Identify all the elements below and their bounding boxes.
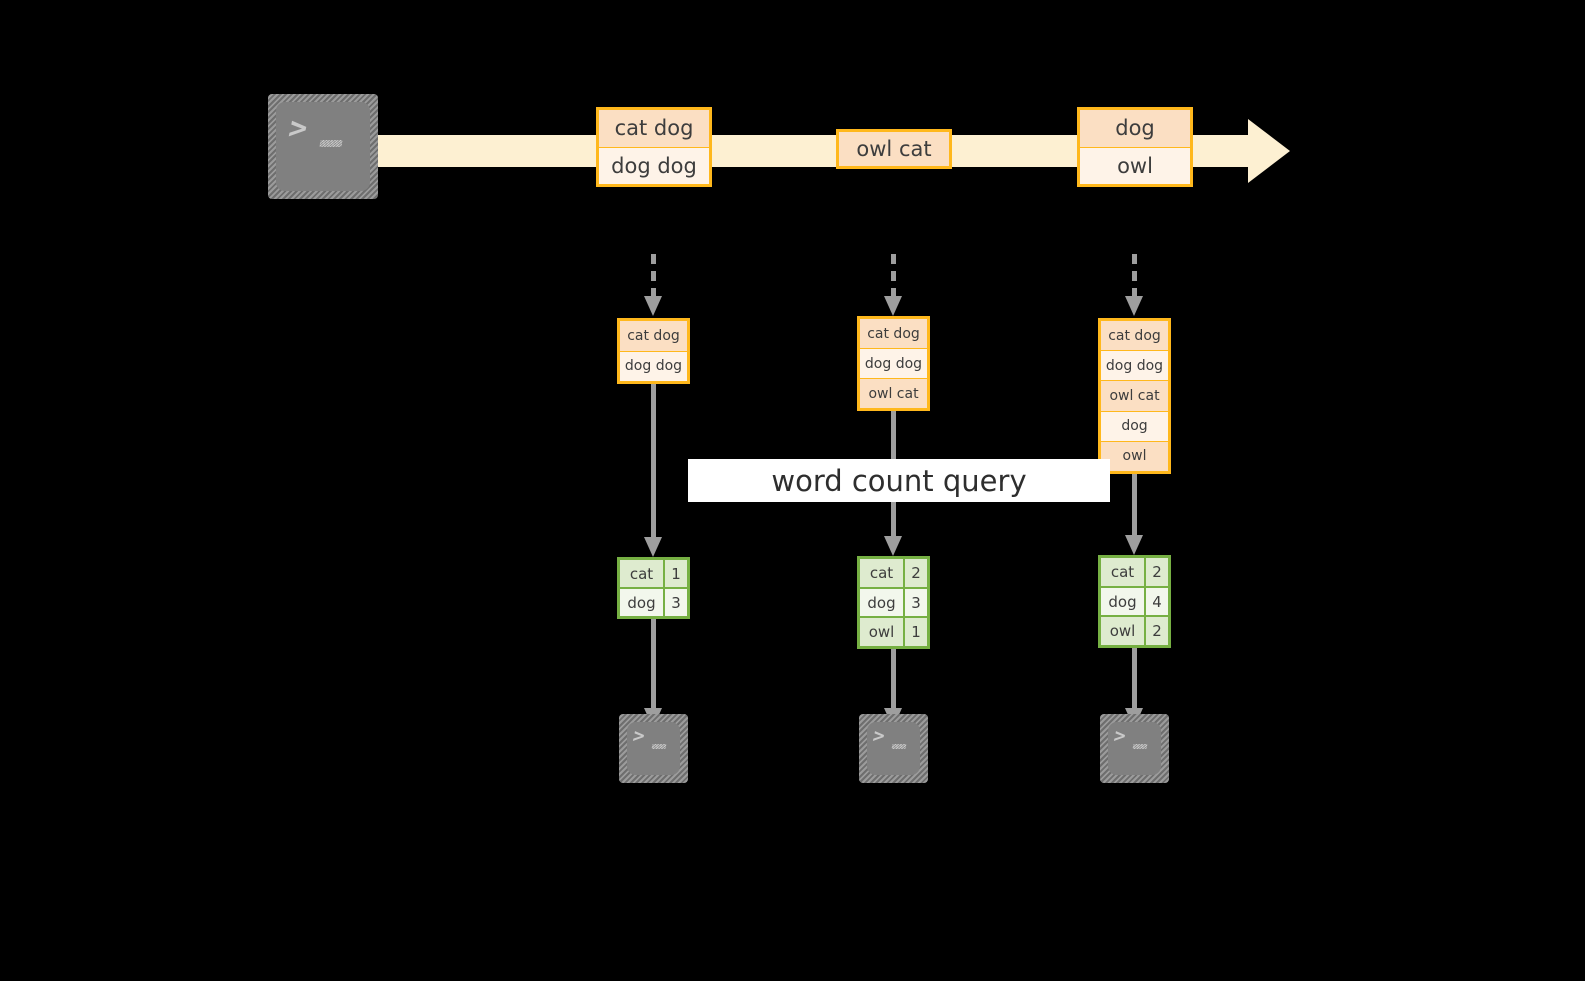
stream-record-line: dog dog <box>599 147 709 184</box>
result-count: 4 <box>1146 587 1168 616</box>
terminal-prompt-icon: > <box>870 725 887 747</box>
result-row: dog 4 <box>1101 587 1168 618</box>
result-count: 2 <box>1146 617 1168 646</box>
terminal-sink-2[interactable]: > <box>859 714 928 783</box>
terminal-face: > <box>867 722 920 775</box>
result-row: dog 3 <box>620 589 687 616</box>
snapshot-input-line: cat dog <box>860 319 927 349</box>
stream-record-3[interactable]: dog owl <box>1077 107 1193 187</box>
result-count: 3 <box>905 588 927 617</box>
query-label: word count query <box>688 459 1110 502</box>
terminal-cursor-icon <box>891 744 907 749</box>
terminal-face: > <box>1108 722 1161 775</box>
result-word: owl <box>860 618 905 647</box>
snapshot-input-line: cat dog <box>1101 321 1168 352</box>
snapshot-3-result[interactable]: cat 2 dog 4 owl 2 <box>1098 555 1171 648</box>
result-row: dog 3 <box>860 588 927 619</box>
result-count: 1 <box>665 560 687 587</box>
terminal-source[interactable]: > <box>268 94 378 199</box>
result-word: cat <box>860 559 905 587</box>
result-count: 3 <box>665 589 687 616</box>
stream-record-line: dog <box>1080 110 1190 148</box>
connector-stream-to-snapshot-2 <box>884 254 902 319</box>
result-row: cat 2 <box>1101 558 1168 588</box>
result-row: owl 1 <box>860 618 927 647</box>
stream-record-line: cat dog <box>599 110 709 148</box>
result-word: owl <box>1101 617 1146 646</box>
stream-record-line: owl cat <box>839 132 949 166</box>
snapshot-input-line: cat dog <box>620 321 687 352</box>
result-count: 2 <box>1146 558 1168 586</box>
snapshot-1-result[interactable]: cat 1 dog 3 <box>617 557 690 619</box>
terminal-cursor-icon <box>651 744 667 749</box>
result-word: cat <box>1101 558 1146 586</box>
connector-snapshot-1-to-result-1 <box>644 384 662 558</box>
result-row: owl 2 <box>1101 617 1168 646</box>
stream-arrow-icon <box>1248 119 1290 183</box>
terminal-cursor-icon <box>1132 744 1148 749</box>
stream-record-line: owl <box>1080 147 1190 184</box>
stream-record-2[interactable]: owl cat <box>836 129 952 169</box>
result-row: cat 1 <box>620 560 687 589</box>
snapshot-3-input[interactable]: cat dog dog dog owl cat dog owl <box>1098 318 1171 474</box>
snapshot-input-line: dog dog <box>860 349 927 379</box>
terminal-face: > <box>627 722 680 775</box>
snapshot-2-input[interactable]: cat dog dog dog owl cat <box>857 316 930 411</box>
snapshot-input-line: dog <box>1101 411 1168 442</box>
connector-stream-to-snapshot-3 <box>1125 254 1143 319</box>
terminal-cursor-icon <box>319 140 343 147</box>
terminal-sink-1[interactable]: > <box>619 714 688 783</box>
result-word: dog <box>620 589 665 616</box>
snapshot-input-line: owl cat <box>860 379 927 408</box>
connector-stream-to-snapshot-1 <box>644 254 662 319</box>
snapshot-input-line: dog dog <box>1101 351 1168 382</box>
result-word: cat <box>620 560 665 587</box>
terminal-sink-3[interactable]: > <box>1100 714 1169 783</box>
result-count: 1 <box>905 618 927 647</box>
result-word: dog <box>1101 587 1146 616</box>
terminal-prompt-icon: > <box>1111 725 1128 747</box>
terminal-face: > <box>276 102 370 191</box>
result-count: 2 <box>905 559 927 587</box>
connector-snapshot-3-to-result-3 <box>1125 474 1143 556</box>
snapshot-input-line: owl <box>1101 441 1168 472</box>
terminal-prompt-icon: > <box>285 111 311 146</box>
snapshot-input-line: owl cat <box>1101 381 1168 412</box>
connector-result-1-to-sink-1 <box>644 619 662 729</box>
snapshot-1-input[interactable]: cat dog dog dog <box>617 318 690 384</box>
stream-record-1[interactable]: cat dog dog dog <box>596 107 712 187</box>
result-row: cat 2 <box>860 559 927 589</box>
terminal-prompt-icon: > <box>630 725 647 747</box>
snapshot-input-line: dog dog <box>620 351 687 381</box>
snapshot-2-result[interactable]: cat 2 dog 3 owl 1 <box>857 556 930 649</box>
result-word: dog <box>860 588 905 617</box>
